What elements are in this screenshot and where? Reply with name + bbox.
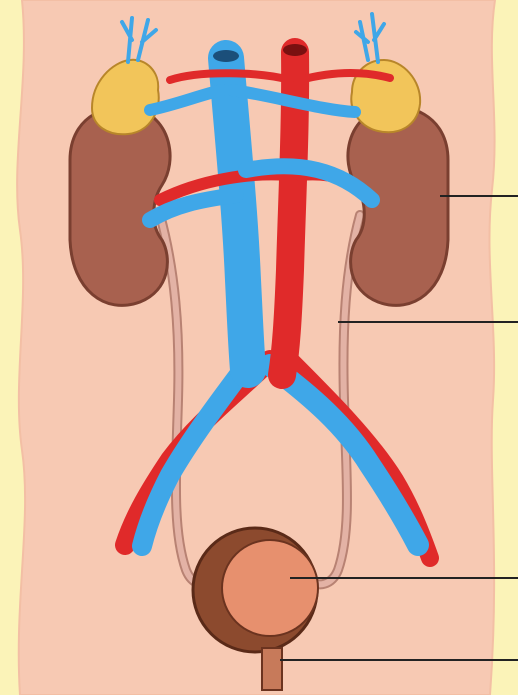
aorta-top-opening	[283, 44, 307, 56]
urethra	[262, 648, 282, 690]
right-kidney	[348, 107, 448, 305]
vena-cava-top-opening	[213, 50, 239, 62]
inferior-vena-cava	[226, 58, 248, 370]
bladder-interior	[222, 540, 318, 636]
left-kidney	[70, 107, 170, 305]
